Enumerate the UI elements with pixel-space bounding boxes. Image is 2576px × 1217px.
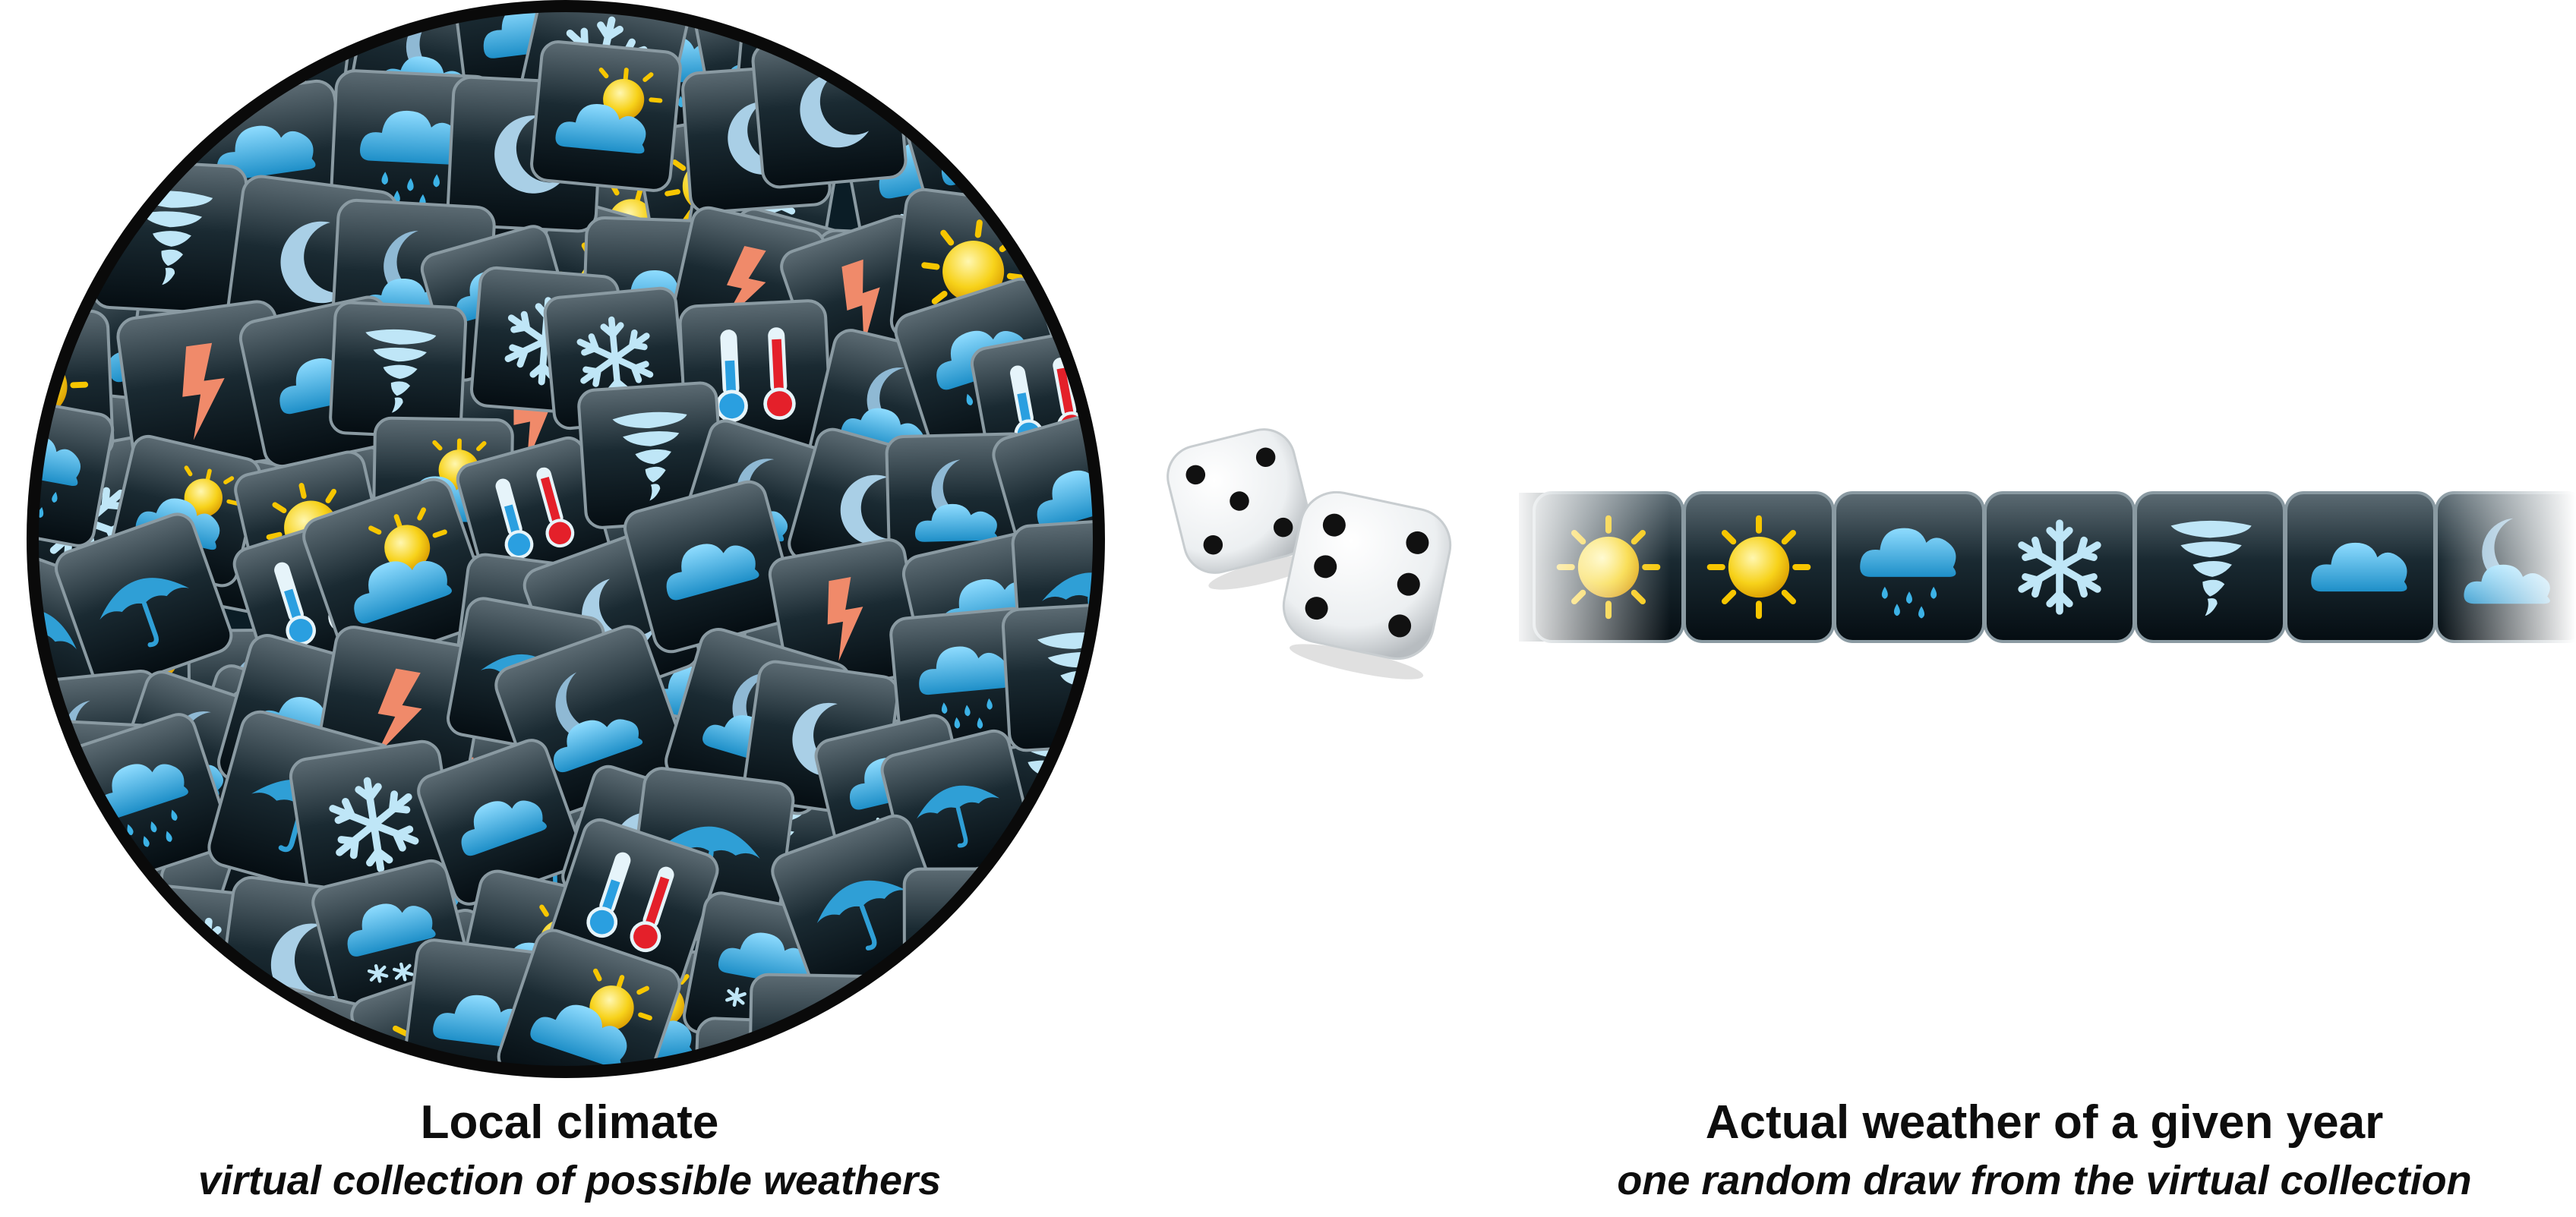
sun-icon [1710,519,1808,616]
die-pip [1406,531,1429,554]
local-climate-subtitle: virtual collection of possible weathers [197,1158,942,1203]
dice-pair [1166,428,1452,679]
strip-fade-right [2438,488,2576,646]
die-pip [1203,534,1223,555]
sequence-tile [2284,491,2436,643]
climate-collection-circle [0,0,1105,1091]
climate-tile [55,512,233,691]
actual-weather-subtitle: one random draw from the virtual collect… [1617,1158,2472,1203]
sequence-tile [1683,491,1835,643]
die-two [1282,490,1452,679]
thermometer-icon [0,353,34,475]
umbrella-icon [0,630,39,696]
lightning-icon [307,8,353,46]
die-pip [1388,614,1412,638]
umbrella-icon [774,1024,869,1091]
sequence-tile [2134,491,2286,643]
cloud-icon [0,468,21,543]
actual-weather-title: Actual weather of a given year [1705,1096,2384,1149]
weather-sequence-strip [1511,488,2576,646]
climate-tile [530,40,682,192]
die-pip [1397,572,1420,596]
die-pip [1273,517,1293,538]
die-pip [1314,555,1337,579]
die-pip [1185,465,1206,485]
die-pip [1255,447,1276,468]
sequence-tile [1833,491,1985,643]
die-pip [1230,491,1249,511]
die-pip [1305,597,1328,620]
die-pip [1322,513,1346,537]
local-climate-title: Local climate [420,1096,719,1149]
sequence-tile [1984,491,2136,643]
actual-weather-caption: Actual weather of a given year one rando… [1475,1093,2576,1209]
strip-fade-left [1511,488,1671,646]
local-climate-caption: Local climate virtual collection of poss… [0,1093,1139,1209]
